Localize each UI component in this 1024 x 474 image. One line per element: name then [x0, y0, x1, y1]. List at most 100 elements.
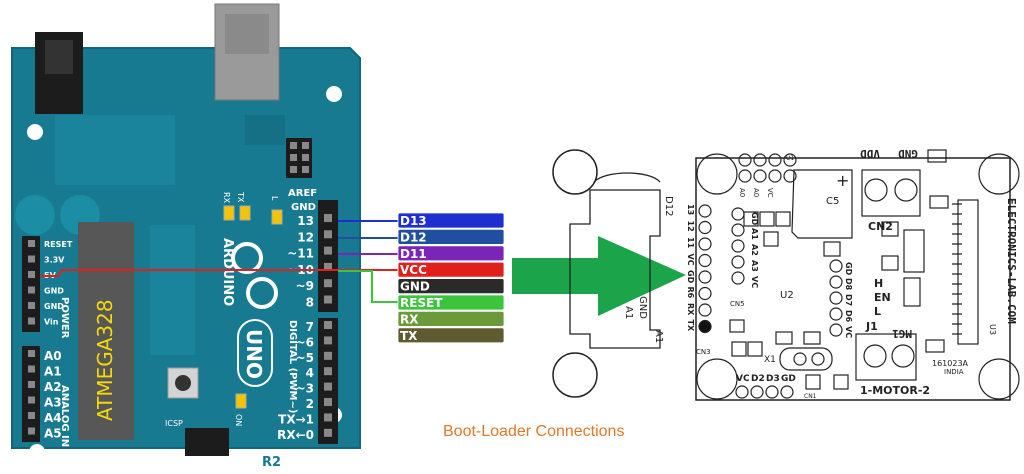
pcb-pin [783, 153, 797, 167]
pin-socket [324, 246, 332, 255]
pcb-pin-label: A3 [750, 260, 759, 272]
icsp-label: ICSP [165, 419, 183, 428]
pin-socket [28, 396, 35, 404]
pin-socket [28, 317, 35, 325]
power-label: POWER [59, 297, 70, 339]
pin-socket [324, 428, 332, 437]
pcb-pin [735, 385, 749, 399]
board-pin-circles [698, 153, 843, 399]
arduino-logo: ARDUINO [220, 238, 278, 309]
icsp-pin [290, 142, 297, 149]
wire-label-d11: D11 [397, 245, 505, 262]
label-c5: C5 [826, 196, 839, 207]
pcb-pin [698, 237, 712, 251]
uno-label: UNO [242, 329, 266, 379]
label-u3: U3 [988, 324, 997, 335]
pcb-pin [829, 275, 843, 289]
pcb-pin [829, 323, 843, 337]
digital-pin-label: ~11 [287, 247, 314, 261]
wire-reset [338, 270, 398, 303]
pcb-pin-label: 11 [686, 237, 695, 249]
programmer-pcb [552, 149, 1020, 401]
pin-socket [324, 398, 332, 406]
pcb-pin-label: 13 [686, 204, 695, 215]
pin-socket [324, 230, 332, 239]
digital-pin-label: 2 [306, 397, 314, 411]
label-a1-socket: A1 [653, 330, 664, 343]
pcb-pin [731, 271, 745, 285]
digital-pin-label: ~6 [296, 335, 314, 349]
pin-socket [28, 412, 35, 419]
rev-label: R2 [262, 455, 281, 470]
pcb-pin-label: GD [686, 270, 695, 284]
pcb-pin-label: RX [686, 303, 695, 316]
pcb-pin-label: GD [750, 212, 759, 226]
digital-pin-label: 8 [306, 296, 314, 310]
analog-header [22, 346, 40, 442]
pcb-pin [698, 204, 712, 218]
pcb-pin-label: A0 [738, 188, 746, 197]
label-d12: D12 [663, 196, 674, 216]
pin-socket [324, 279, 332, 288]
digital-pin-label: ~5 [296, 351, 314, 365]
wire-label-reset: RESET [397, 294, 505, 311]
pcb-pin-label: A1 [750, 228, 759, 240]
analog-pin-label: A3 [44, 396, 62, 410]
digital-label: DIGITAL (PWM~) [287, 320, 298, 413]
label-vdd: VDD [860, 147, 880, 160]
label-mg1: MG1 [892, 327, 912, 340]
pin-socket [324, 295, 332, 304]
pcb-pin-label: A2 [750, 244, 759, 256]
pcb-pin-label: VC [686, 254, 695, 266]
label-u1: U1 [786, 155, 794, 162]
pcb-pin-label: D7 [844, 294, 853, 306]
digital-pin-label: 4 [306, 366, 314, 380]
wire-label-text: D11 [400, 247, 427, 261]
pcb-pin-label: 12 [686, 221, 695, 232]
label-motor: 1-MOTOR-2 [860, 384, 930, 397]
pin-socket [28, 240, 35, 247]
digital-pin-label: TX→1 [278, 412, 314, 426]
label-gnd-left: GND [637, 296, 648, 319]
pin-socket [28, 271, 35, 278]
on-led-label: ON [234, 414, 243, 426]
label-cn2: CN2 [868, 220, 893, 233]
pcb-pin-label: R6 [686, 287, 695, 299]
pcb-pin-label: A0 [752, 188, 760, 197]
pcb-pin [698, 303, 712, 317]
pcb-pin-label: VC [750, 276, 759, 288]
icsp-pin [290, 154, 297, 161]
power-header [22, 236, 40, 332]
icsp-header-bottom [185, 428, 229, 456]
wire-label-d12: D12 [397, 228, 505, 245]
pcb-pin [698, 319, 712, 334]
power-pin-label: Vin [44, 318, 59, 327]
digital-pin-label: 12 [297, 230, 314, 244]
tx-led-label: TX [236, 191, 245, 203]
pin-socket [28, 350, 35, 357]
pin-socket [28, 365, 35, 373]
label-a1: A1 [623, 306, 634, 319]
analog-pin-label: A5 [44, 427, 62, 441]
pin-socket [324, 413, 332, 422]
pcb-pin [811, 352, 825, 366]
pcb-pin-label: L [874, 305, 881, 318]
pcb-pin [738, 169, 752, 183]
pin-socket [28, 427, 35, 435]
wire-label-rx: RX [397, 310, 505, 327]
pcb-pin-label: TX [686, 320, 695, 332]
pcb-pin [731, 207, 745, 221]
pcb-pin [753, 169, 767, 183]
atmega328-chip: ATMEGA328 [78, 222, 134, 440]
icsp-pin [290, 166, 297, 173]
pcb-pin-label: EN [874, 291, 891, 304]
analog-pin-label: A0 [44, 349, 62, 363]
icsp-pin [302, 142, 309, 149]
analog-label: ANALOG IN [59, 385, 70, 447]
wire-label-text: GND [400, 280, 430, 294]
